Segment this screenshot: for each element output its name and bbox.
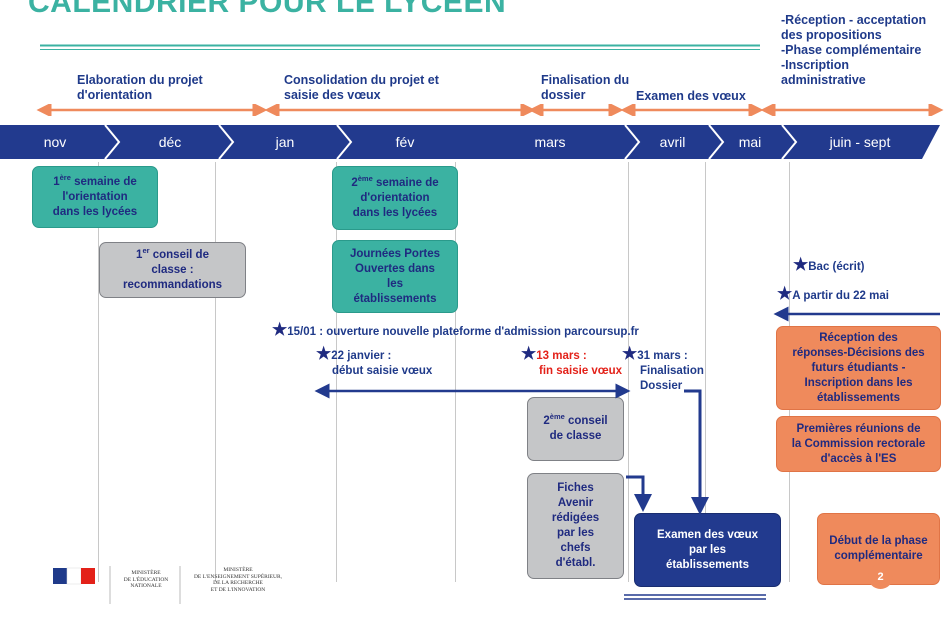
month-dec: déc bbox=[158, 134, 182, 150]
marianne-logo bbox=[53, 566, 181, 604]
gridline-fev bbox=[455, 162, 456, 582]
box-reunions: Premières réunions de la Commission rect… bbox=[776, 416, 941, 472]
month-avril: avril bbox=[659, 134, 686, 150]
star-icon: ★ bbox=[521, 344, 537, 363]
box-examen-voeux: Examen des vœux par les établissements bbox=[634, 513, 781, 587]
phase-arrows bbox=[36, 104, 944, 116]
page-number: 2 bbox=[868, 564, 893, 589]
top-right-note: -Réception - acceptation des proposition… bbox=[781, 13, 927, 87]
gridline-mars bbox=[628, 162, 629, 582]
month-jan: jan bbox=[275, 134, 295, 150]
event-bac: ★Bac (écrit) bbox=[793, 255, 865, 274]
event-plateforme: ★15/01 : ouverture nouvelle plateforme d… bbox=[272, 320, 639, 339]
box-conseil1: 1er conseil de classe : recommandations bbox=[99, 242, 246, 298]
month-bar bbox=[0, 125, 940, 159]
event-22-janvier: ★22 janvier : début saisie vœux bbox=[316, 344, 433, 377]
box-semaine2: 2ème semaine de d'orientation dans les l… bbox=[332, 166, 458, 230]
fiches-connector bbox=[626, 475, 652, 512]
gridline-dec bbox=[215, 162, 216, 582]
month-nov: nov bbox=[43, 134, 67, 150]
star-icon: ★ bbox=[316, 344, 332, 363]
finalisation-connector bbox=[684, 389, 709, 515]
gridline-jan bbox=[336, 162, 337, 582]
box-conseil2: 2ème conseil de classe bbox=[527, 397, 624, 461]
month-mai: mai bbox=[738, 134, 762, 150]
page-title: CALENDRIER POUR LE LYCEEN bbox=[28, 0, 507, 19]
box-fiches-avenir: Fiches Avenir rédigées par les chefs d'é… bbox=[527, 473, 624, 579]
title-underline bbox=[40, 44, 760, 50]
star-icon: ★ bbox=[272, 320, 288, 339]
box-semaine1: 1ère semaine de l'orientation dans les l… bbox=[32, 166, 158, 228]
event-31-mars: ★31 mars : Finalisation Dossier bbox=[622, 344, 704, 392]
event-22-mai: ★A partir du 22 mai bbox=[777, 284, 889, 303]
star-icon: ★ bbox=[777, 284, 793, 303]
month-fev: fév bbox=[395, 134, 415, 150]
box-reception: Réception des réponses-Décisions des fut… bbox=[776, 326, 941, 410]
box-jpo: Journées Portes Ouvertes dans les établi… bbox=[332, 240, 458, 313]
month-mars: mars bbox=[534, 134, 566, 150]
gridline-avril bbox=[705, 162, 706, 582]
month-juin-sept: juin - sept bbox=[829, 134, 891, 150]
star-icon: ★ bbox=[622, 344, 638, 363]
event-13-mars: ★13 mars : fin saisie vœux bbox=[521, 344, 623, 377]
phase-examen: Examen des vœux bbox=[636, 89, 746, 103]
gridline-nov bbox=[98, 162, 99, 582]
ministry-logo: MINISTÈRE DE L'ÉDUCATION NATIONALE MINIS… bbox=[45, 562, 295, 608]
star-icon: ★ bbox=[793, 255, 809, 274]
